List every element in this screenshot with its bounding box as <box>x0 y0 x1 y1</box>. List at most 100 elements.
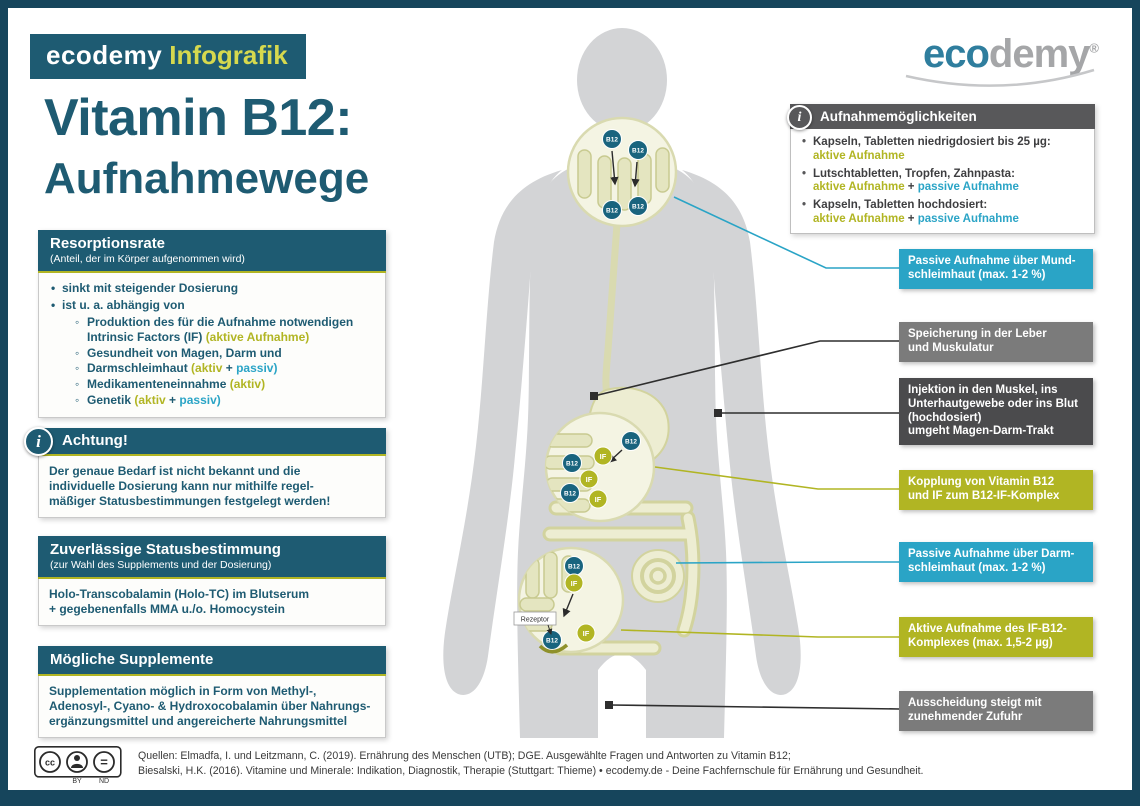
b12-badge <box>560 483 580 503</box>
panel-body: Holo-Transcobalamin (Holo-TC) im Blutser… <box>38 579 386 626</box>
panel-subtitle: (Anteil, der im Körper aufgenommen wird) <box>50 253 245 265</box>
connector-lines <box>590 196 900 710</box>
panel-aufnahmemoeglichkeiten: i Aufnahmemöglichkeiten Kapseln, Tablett… <box>787 104 1095 234</box>
bullet-list: sinkt mit steigender Dosierung ist u. a.… <box>49 281 375 313</box>
sub-bullet-item: Genetik (aktiv + passiv) <box>75 393 375 408</box>
intestine-coil <box>631 549 685 603</box>
badge-label: Infografik <box>169 40 288 70</box>
info-icon-glyph: i <box>797 109 802 125</box>
rezeptor-label: Rezeptor <box>513 611 557 635</box>
cc-by-icon <box>66 751 88 773</box>
callout-liver-storage: Speicherung in der Leber und Muskulatur <box>899 322 1093 362</box>
anchor-dot <box>714 409 722 417</box>
connector-mouth-passive <box>673 196 899 269</box>
page-title-line2: Aufnahmewege <box>44 154 370 203</box>
logo-swoosh <box>905 68 1095 87</box>
b12-badge <box>562 453 582 473</box>
receptor-shape <box>538 643 569 654</box>
sub-bullet-item: Gesundheit von Magen, Darm und <box>75 346 375 361</box>
sub-bullet-item: Medikamenteneinnahme (aktiv) <box>75 377 375 392</box>
panel-header: Resorptionsrate (Anteil, der im Körper a… <box>38 230 386 273</box>
if-badge <box>576 623 596 643</box>
callout-passive-gut: Passive Aufnahme über Darm- schleimhaut … <box>899 542 1093 582</box>
registered-mark: ® <box>1089 40 1099 56</box>
aufnahme-item: Lutschtabletten, Tropfen, Zahnpasta: akt… <box>801 168 1086 196</box>
aufnahme-item-line2: aktive Aufnahme + passive Aufnahme <box>813 212 1019 225</box>
sub-bullet-list: Produktion des für die Aufnahme notwendi… <box>75 315 375 408</box>
callout-excretion: Ausscheidung steigt mit zunehmender Zufu… <box>899 691 1093 731</box>
b12-badge <box>602 129 622 149</box>
panel-title: Mögliche Supplemente <box>50 651 214 668</box>
source-line1: Quellen: Elmadfa, I. und Leitzmann, C. (… <box>138 750 791 762</box>
callout-coupling: Kopplung von Vitamin B12 und IF zum B12-… <box>899 470 1093 510</box>
b12-badge <box>564 556 584 576</box>
sub-bullet-item: Produktion des für die Aufnahme notwendi… <box>75 315 375 345</box>
callout-injection: Injektion in den Muskel, ins Unterhautge… <box>899 378 1093 446</box>
svg-text:Rezeptor: Rezeptor <box>521 617 550 624</box>
connector-excretion <box>609 704 900 710</box>
cc-label: cc <box>45 758 55 768</box>
panel-supplemente: Mögliche Supplemente Supplementation mög… <box>38 646 386 738</box>
aufnahme-item: Kapseln, Tabletten niedrigdosiert bis 25… <box>801 136 1086 164</box>
b12-badge <box>542 630 562 650</box>
if-badge <box>588 489 608 509</box>
nd-equals-glyph: = <box>100 755 108 770</box>
panel-header: Zuverlässige Statusbestimmung (zur Wahl … <box>38 536 386 579</box>
aufnahme-item-line2: aktive Aufnahme <box>813 149 905 162</box>
connector-coupling <box>654 466 899 490</box>
aufnahme-item-line1: Lutschtabletten, Tropfen, Zahnpasta: <box>813 167 1015 180</box>
aufnahme-item-line2: aktive Aufnahme + passive Aufnahme <box>813 181 1019 194</box>
panel-header: Mögliche Supplemente <box>38 646 386 676</box>
aufnahme-item-line1: Kapseln, Tabletten niedrigdosiert bis 25… <box>813 136 1051 148</box>
receptor-uptake-magnifier: Rezeptor <box>513 546 625 654</box>
callout-passive-mouth: Passive Aufnahme über Mund- schleimhaut … <box>899 249 1093 289</box>
if-badge <box>579 469 599 489</box>
nd-label: ND <box>99 778 109 784</box>
mouth-mucosa-magnifier <box>566 116 678 228</box>
b12-badge <box>621 431 641 451</box>
b12-badge <box>628 196 648 216</box>
panel-body: Kapseln, Tabletten niedrigdosiert bis 25… <box>790 129 1095 234</box>
panel-title: Achtung! <box>62 432 128 449</box>
logo-part-eco: eco <box>922 32 990 76</box>
source-line2: Biesalski, H.K. (2016). Vitamine und Min… <box>138 765 924 778</box>
brand-name: ecodemy <box>46 40 163 70</box>
aufnahme-item: Kapseln, Tabletten hochdosiert: aktive A… <box>801 199 1086 227</box>
panel-header: Achtung! <box>38 428 386 456</box>
logo-part-demy: demy <box>988 32 1090 76</box>
page-title-line1: Vitamin B12: <box>44 89 353 147</box>
footer: cc = BY ND Quellen: Elmadfa, I. und Leit… <box>34 746 924 784</box>
panel-subtitle: (zur Wahl des Supplements und der Dosier… <box>50 559 272 571</box>
connector-active-uptake <box>620 629 899 638</box>
bullet-item: ist u. a. abhängig von <box>49 298 375 313</box>
panel-title: Aufnahmemöglichkeiten <box>790 104 1095 129</box>
cc-nd-icon <box>93 751 115 773</box>
info-icon: i <box>24 427 53 456</box>
if-badge <box>564 573 584 593</box>
connector-liver-storage <box>593 340 899 397</box>
by-label: BY <box>72 778 82 784</box>
cc-person-icon <box>71 755 83 768</box>
aufnahme-item-line1: Kapseln, Tabletten hochdosiert: <box>813 199 988 212</box>
cc-icon <box>39 751 61 773</box>
if-badge <box>593 446 613 466</box>
ecodemy-logo: ecodemy® <box>902 32 1099 92</box>
panel-body: sinkt mit steigender Dosierung ist u. a.… <box>38 273 386 418</box>
bullet-item: sinkt mit steigender Dosierung <box>49 281 375 296</box>
sub-bullet-item: Darmschleimhaut (aktiv + passiv) <box>75 361 375 376</box>
panel-body: Der genaue Bedarf ist nicht bekannt und … <box>38 456 386 518</box>
callout-active-uptake: Aktive Aufnahme des IF-B12- Komplexes (m… <box>899 617 1093 657</box>
panel-resorptionsrate: Resorptionsrate (Anteil, der im Körper a… <box>38 230 386 418</box>
panel-title: Zuverlässige Statusbestimmung <box>50 541 281 558</box>
if-coupling-magnifier <box>544 411 656 523</box>
b12-badge <box>602 200 622 220</box>
diffusion-arrows <box>610 150 640 188</box>
cc-license-badge: cc = BY ND <box>34 746 122 784</box>
connector-gut-passive <box>675 561 899 564</box>
anchor-dot <box>605 701 613 709</box>
b12-badge <box>628 140 648 160</box>
sources: Quellen: Elmadfa, I. und Leitzmann, C. (… <box>138 746 924 784</box>
panel-body: Supplementation möglich in Form von Meth… <box>38 676 386 738</box>
